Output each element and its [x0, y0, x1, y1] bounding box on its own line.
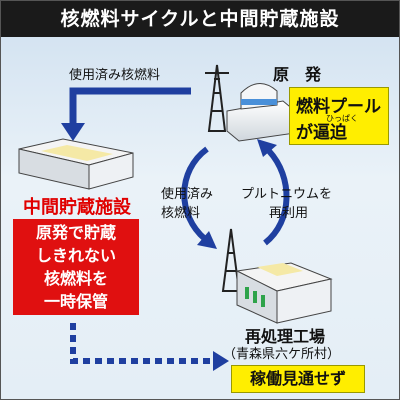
label-plutonium-line1: プルトニウムを	[241, 187, 333, 202]
arrow-storage-to-reprocessing-head	[213, 351, 229, 371]
status-callout: 稼働見通せず	[231, 365, 365, 393]
arrow-plant-to-reprocessing	[181, 146, 209, 242]
label-spent-fuel-line1: 使用済み	[161, 187, 214, 202]
interim-storage-illustration	[18, 138, 134, 190]
label-nuclear-plant: 原 発	[273, 65, 322, 84]
plant-blue-band	[241, 99, 277, 105]
interim-storage-description: 原発で貯蔵 しきれない 核燃料を 一時保管	[13, 219, 139, 315]
label-location: （青森県六ケ所村）	[223, 347, 341, 362]
reprocessing-right-wall	[276, 278, 332, 324]
arrow-reprocessing-to-plant	[263, 148, 290, 246]
interim-storage-line: 核燃料を	[43, 269, 108, 288]
label-spent-fuel-line2: 核燃料	[161, 206, 201, 221]
reprocessing-yellow-roof	[257, 263, 303, 276]
pool-callout-ruby: ひっぱく	[326, 114, 358, 123]
plant-pylon	[207, 64, 227, 132]
pool-callout: 燃料プール ひっぱく が逼迫	[289, 87, 389, 145]
arrow-storage-to-reprocessing	[70, 323, 213, 364]
storage-right-wall	[88, 152, 134, 190]
storage-yellow-top	[41, 145, 113, 161]
diagram-title: 核燃料サイクルと中間貯蔵施設	[1, 1, 399, 37]
arrow-plant-to-reprocessing-head	[197, 231, 217, 249]
label-reprocessing-plant: 再処理工場	[245, 327, 326, 346]
arrow-plant-to-storage-head	[61, 123, 85, 141]
reprocessing-green-stripe	[245, 287, 249, 299]
interim-storage-line: 原発で貯蔵	[35, 223, 116, 242]
interim-storage-title: 中間貯蔵施設	[23, 197, 131, 218]
reprocessing-pylon	[221, 228, 241, 292]
pool-callout-line2: が逼迫	[296, 123, 347, 143]
interim-storage-line: 一時保管	[43, 292, 108, 311]
reprocessing-plant-illustration	[221, 228, 333, 324]
nuclear-plant-illustration	[205, 64, 296, 142]
arrow-plant-to-storage	[69, 87, 191, 125]
arrow-reprocessing-to-plant-head	[257, 139, 277, 157]
label-plutonium-line2: 再利用	[269, 206, 309, 221]
interim-storage-line: しきれない	[35, 246, 116, 265]
label-spent-fuel-top: 使用済み核燃料	[69, 68, 161, 83]
pool-callout-line1: 燃料プール	[296, 97, 381, 117]
plant-reactor-dome	[240, 83, 278, 110]
